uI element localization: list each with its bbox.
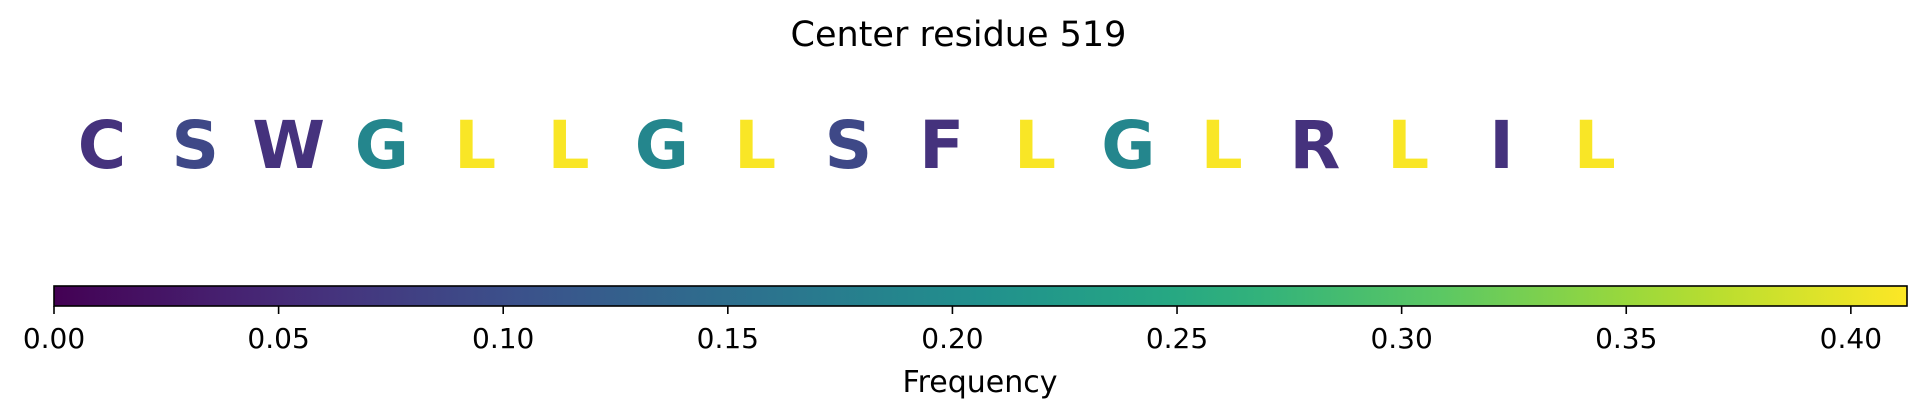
colorbar-tick-label: 0.40 [1820, 322, 1882, 355]
residue-letter: L [1200, 107, 1243, 184]
colorbar-tick-label: 0.25 [1146, 322, 1208, 355]
colorbar-tick-label: 0.35 [1595, 322, 1657, 355]
residue-letter: S [171, 107, 220, 184]
colorbar-tick-label: 0.10 [472, 322, 534, 355]
colorbar-tick-label: 0.00 [23, 322, 85, 355]
residue-letter: L [1013, 107, 1057, 184]
colorbar-gradient [53, 285, 1908, 307]
residue-letter: G [634, 107, 689, 184]
residue-letter: G [1101, 107, 1156, 184]
colorbar-tick-label: 0.30 [1370, 322, 1432, 355]
residue-letter: L [1573, 107, 1616, 184]
residue-letter: L [547, 107, 590, 184]
colorbar-tick-label: 0.15 [697, 322, 759, 355]
residue-letter: S [824, 107, 873, 184]
chart-title: Center residue 519 [790, 15, 1127, 55]
colorbar-ticks: 0.00 0.05 0.10 0.15 0.20 0.25 0.30 0.35 0.40 [23, 306, 1882, 355]
residue-letter: G [354, 107, 409, 184]
residue-letter: F [919, 107, 965, 184]
residue-letter: L [454, 107, 497, 184]
residue-letter: W [252, 107, 325, 184]
residue-letter: R [1289, 107, 1341, 184]
residue-letter: L [1387, 107, 1430, 184]
colorbar-tick-label: 0.05 [247, 322, 309, 355]
residue-letter: C [77, 107, 127, 184]
residue-letter: L [734, 107, 777, 184]
residue-letter: I [1489, 107, 1514, 184]
colorbar-tick-label: 0.20 [921, 322, 983, 355]
colorbar-label: Frequency [903, 365, 1058, 400]
